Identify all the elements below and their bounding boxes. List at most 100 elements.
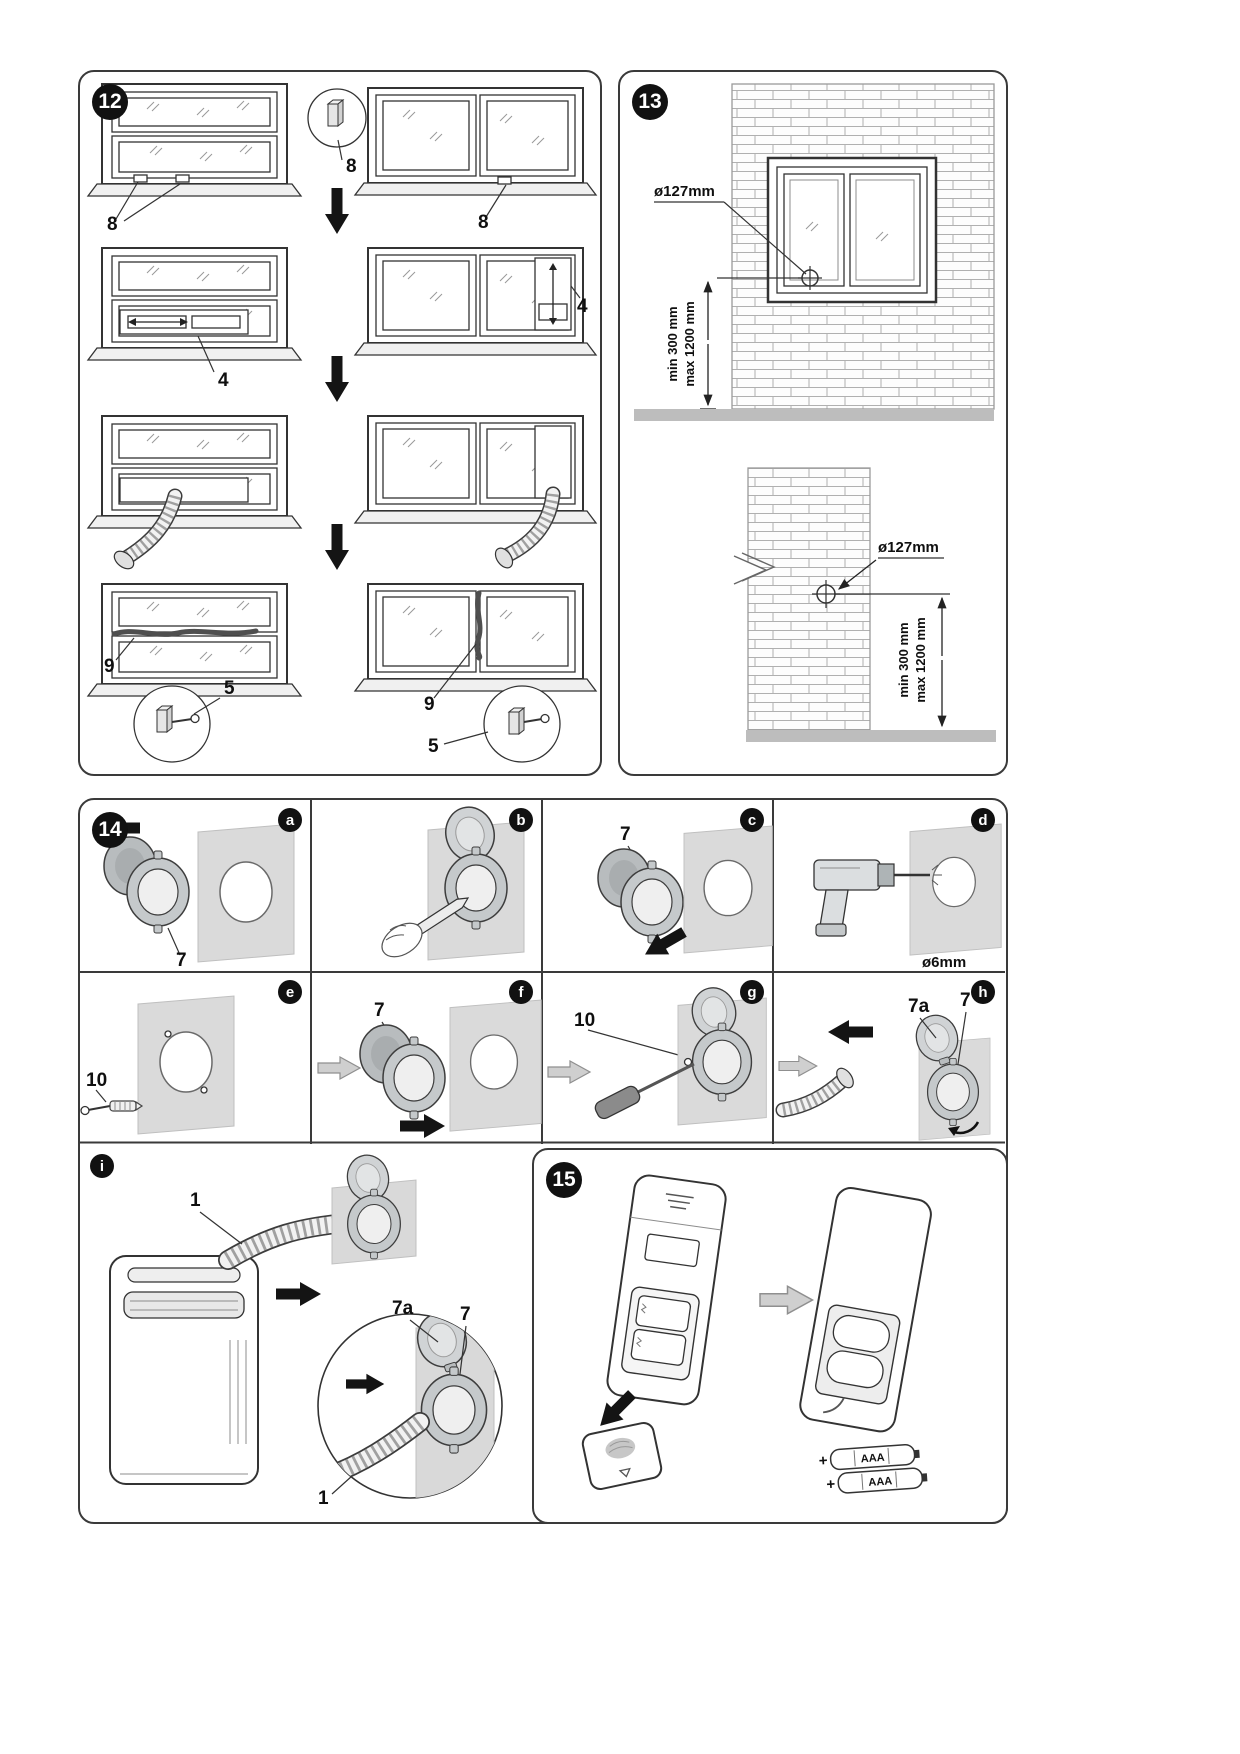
cover-grip (605, 1437, 636, 1459)
step-g-letter: g (747, 984, 756, 1001)
wall-hole (932, 856, 976, 908)
exhaust-hose (503, 493, 559, 562)
screw-hole (164, 1030, 172, 1038)
grid-lines (80, 800, 1005, 1144)
leader-line (167, 927, 181, 956)
step-13-badge: 13 (632, 84, 668, 120)
step-c: 7 c (597, 808, 773, 965)
part-8-label: 8 (346, 156, 357, 177)
leader-line (331, 1475, 353, 1495)
ground (634, 409, 994, 421)
screw (523, 718, 543, 723)
gray-arrow-icon (759, 1285, 814, 1315)
rotate-arrow-head (948, 1126, 960, 1136)
screw-hole (200, 1086, 208, 1094)
step-h: 7a 7 h (775, 980, 995, 1141)
brick-wall-strip (733, 467, 871, 731)
remote-control-back (606, 1174, 727, 1406)
leader-line (199, 1211, 243, 1245)
battery-in-bay (826, 1350, 884, 1389)
window-bracket (133, 174, 148, 183)
exhaust-hose (122, 494, 181, 564)
part-5-label: 5 (428, 736, 439, 757)
window-bracket (497, 176, 512, 185)
wall-hole (469, 1034, 519, 1090)
exhaust-hose (781, 1075, 847, 1116)
black-arrow-icon (828, 1020, 873, 1044)
leader-line (115, 637, 135, 661)
step-b: b (381, 800, 533, 961)
step-g: 10 g (547, 980, 767, 1126)
row2-window-with-kit: 4 (88, 248, 301, 391)
step-d-letter: d (978, 812, 987, 829)
foam-seal (111, 628, 259, 637)
arrow-head (549, 318, 557, 325)
gray-arrow-icon (778, 1055, 818, 1077)
break-mark (734, 556, 766, 584)
wall-hole (703, 859, 753, 917)
step-i-badge (90, 1154, 114, 1178)
part-7-label: 7 (176, 950, 187, 971)
hand-fingers (385, 925, 407, 941)
step-d: ø6mm d (813, 808, 1002, 971)
dim-max-label: max 1200 mm (913, 617, 928, 702)
remote-display (644, 1233, 700, 1268)
leader-line (957, 1011, 967, 1065)
screw (171, 718, 193, 723)
battery-type-label: AAA (868, 1475, 893, 1489)
drill-icon (813, 859, 942, 937)
security-bracket-icon (508, 707, 525, 735)
step-12-badge: 12 (92, 84, 128, 120)
slider-window (355, 88, 596, 195)
part-7-label: 7 (374, 1000, 385, 1021)
dim-min-label: min 300 mm (896, 622, 911, 697)
hose-1-label: 1 (318, 1488, 329, 1509)
window-pane (783, 173, 845, 287)
leader-line (409, 1319, 439, 1343)
drill-diameter-label: ø6mm (922, 954, 966, 971)
leader-line (570, 285, 581, 299)
screwdriver-icon (594, 1057, 695, 1120)
step-i-drawing: i 1 (90, 1149, 503, 1509)
leader-line (443, 731, 489, 745)
portable-ac-unit (109, 1255, 259, 1485)
part-7a-label: 7a (908, 996, 930, 1017)
panel-step-13: 13 ø127mm min 300 (618, 70, 1008, 776)
step-b-letter: b (516, 812, 525, 829)
hole-diameter-label: ø127mm (878, 539, 939, 556)
leader-line (654, 201, 807, 275)
wall-hole (219, 861, 273, 923)
part-7-label: 7 (460, 1304, 471, 1325)
battery-type-label: AAA (860, 1452, 885, 1466)
dim-min-label: min 300 mm (665, 306, 680, 381)
part-4-label: 4 (218, 370, 229, 391)
battery-polarity-label: + (818, 1452, 828, 1470)
step-12-drawing: 8 8 8 (80, 72, 599, 763)
step-c-letter: c (748, 812, 756, 829)
security-bracket-icon (156, 705, 173, 733)
leader-line (459, 1325, 467, 1375)
part-10-label: 10 (86, 1070, 107, 1091)
leader-line (919, 1017, 937, 1039)
battery-slot (630, 1328, 687, 1366)
part-7-label: 7 (620, 824, 631, 845)
kit-detail (191, 315, 241, 329)
battery-slot (635, 1295, 692, 1333)
leader-line (197, 335, 215, 373)
step-e-letter: e (286, 984, 294, 1001)
step-14-grid: 7 a b 7 (80, 800, 1005, 1144)
wall-hole (159, 1031, 213, 1093)
row2-slider-window-with-kit: 4 (355, 248, 596, 355)
leader-line (485, 184, 507, 218)
gray-arrow-icon (317, 1056, 361, 1080)
row1-double-hung-window: 8 (88, 84, 301, 235)
part-7a-label: 7a (392, 1298, 414, 1319)
exhaust-hose (325, 1415, 426, 1484)
part-10-label: 10 (574, 1010, 595, 1031)
leader-line (433, 643, 477, 699)
window-pane (849, 173, 921, 287)
window-glass (789, 179, 839, 281)
step-15-badge: 15 (546, 1162, 582, 1198)
part-5-label: 5 (224, 678, 235, 699)
